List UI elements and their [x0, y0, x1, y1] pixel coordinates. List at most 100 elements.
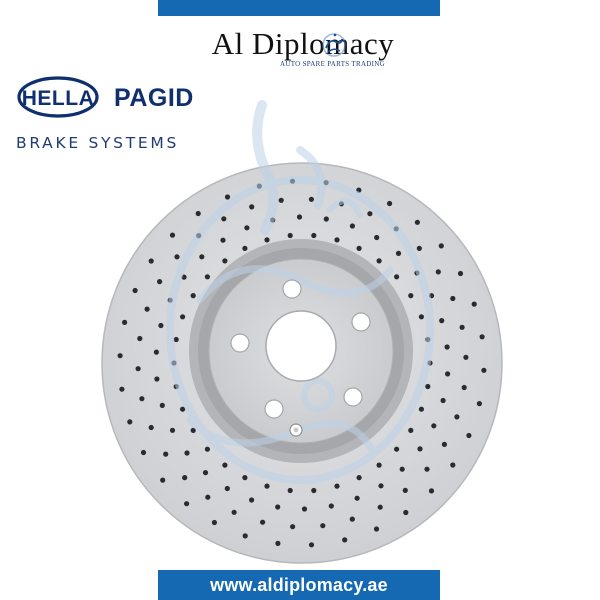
- drill-hole: [395, 250, 402, 256]
- drill-hole: [417, 446, 423, 452]
- drill-hole: [242, 245, 248, 251]
- drill-hole: [260, 519, 266, 525]
- drill-hole: [481, 367, 487, 373]
- bolt-hole: [351, 312, 371, 332]
- drill-hole: [154, 376, 160, 382]
- brand-header: Al Diplomacy AUTO SPARE PARTS TRADING: [198, 26, 408, 70]
- drill-hole: [461, 384, 467, 391]
- drill-hole: [117, 353, 123, 359]
- drill-hole: [244, 225, 250, 231]
- drill-hole: [182, 475, 188, 481]
- drill-hole: [403, 509, 409, 516]
- drill-hole: [135, 366, 141, 372]
- drill-hole: [139, 396, 145, 402]
- drill-hole: [137, 335, 143, 342]
- brand-emblem-icon: [322, 33, 346, 57]
- pagid-logo-text: PAGID: [114, 84, 194, 112]
- drill-hole: [140, 449, 147, 456]
- drill-hole: [264, 483, 270, 489]
- drill-hole: [148, 424, 154, 431]
- drill-hole: [479, 334, 485, 340]
- drill-hole: [242, 475, 248, 481]
- drill-hole: [159, 402, 165, 408]
- drill-hole: [275, 540, 281, 547]
- drill-hole: [231, 509, 237, 515]
- bolt-hole: [282, 279, 302, 299]
- drill-hole: [349, 223, 355, 229]
- bolt-hole: [343, 387, 363, 407]
- drill-hole: [275, 504, 281, 510]
- drill-hole: [173, 336, 179, 343]
- drill-hole: [444, 344, 450, 350]
- center-bore: [265, 310, 337, 382]
- drill-hole: [450, 462, 456, 468]
- drill-hole: [211, 519, 217, 526]
- website-link[interactable]: www.aldiplomacy.ae: [210, 574, 388, 595]
- drill-hole: [418, 406, 424, 412]
- drill-hole: [224, 194, 231, 200]
- drill-hole: [402, 487, 408, 493]
- drill-hole: [290, 524, 296, 530]
- drill-hole: [184, 501, 190, 507]
- drill-hole: [387, 200, 393, 207]
- drill-hole: [425, 383, 431, 390]
- drill-hole: [301, 506, 308, 512]
- drill-hole: [431, 423, 437, 429]
- drill-hole: [308, 542, 315, 548]
- drill-hole: [463, 354, 469, 360]
- drill-hole: [127, 419, 133, 425]
- brand-name: Al Diplomacy: [211, 26, 395, 61]
- drill-hole: [199, 254, 205, 260]
- drill-hole: [428, 488, 435, 494]
- drill-hole: [414, 219, 420, 225]
- drill-hole: [220, 237, 226, 243]
- drill-hole: [180, 314, 186, 320]
- drill-hole: [441, 441, 447, 447]
- drill-hole: [438, 243, 444, 249]
- drill-hole: [249, 204, 255, 210]
- locator-hole-center: [293, 427, 299, 433]
- drill-hole: [148, 258, 154, 264]
- drill-hole: [323, 216, 329, 222]
- drill-hole: [158, 322, 164, 329]
- drill-hole: [190, 293, 196, 299]
- drill-hole: [342, 537, 348, 543]
- drill-hole: [163, 451, 169, 457]
- drill-hole: [204, 446, 210, 452]
- drill-hole: [320, 523, 326, 529]
- drill-hole: [153, 349, 159, 355]
- drill-hole: [394, 274, 400, 280]
- hella-logo: HELLA: [17, 76, 99, 118]
- drill-hole: [450, 295, 456, 302]
- drill-hole: [169, 232, 176, 238]
- drill-hole: [440, 397, 446, 404]
- drill-hole: [202, 470, 209, 476]
- drill-hole: [184, 450, 190, 456]
- drill-hole: [349, 516, 355, 522]
- drill-hole: [278, 197, 284, 203]
- drill-hole: [169, 427, 176, 433]
- bolt-hole: [230, 333, 250, 353]
- drill-hole: [221, 216, 227, 222]
- brand-tagline: AUTO SPARE PARTS TRADING: [280, 60, 386, 68]
- bolt-hole: [264, 399, 284, 419]
- drill-hole: [459, 324, 465, 330]
- drill-hole: [334, 483, 340, 489]
- drill-hole: [416, 245, 422, 251]
- drill-hole: [190, 427, 196, 433]
- drill-hole: [122, 319, 128, 325]
- drill-hole: [399, 466, 405, 472]
- drill-hole: [224, 485, 230, 492]
- drill-hole: [408, 427, 414, 433]
- drill-hole: [195, 210, 201, 217]
- drill-hole: [157, 279, 163, 285]
- drill-hole: [264, 237, 270, 243]
- drill-hole: [311, 487, 317, 494]
- drill-hole: [180, 406, 186, 412]
- drill-hole: [454, 414, 460, 420]
- drill-hole: [354, 495, 360, 501]
- drill-hole: [376, 258, 382, 264]
- drill-hole: [132, 287, 138, 294]
- drill-hole: [174, 254, 180, 260]
